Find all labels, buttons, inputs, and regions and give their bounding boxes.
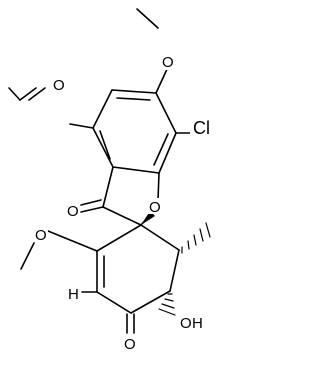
- atom-o-methoxy-top: O: [162, 54, 174, 71]
- bond-ring-c7-c8: [155, 92, 177, 134]
- bond-ring-c8a-c3a: [112, 166, 160, 174]
- bond-ring-inner-3: [99, 130, 111, 160]
- chemical-structure-diagram: O O Cl O O O O H H O: [8, 8, 222, 353]
- bond-ring-c4-c5: [92, 89, 113, 129]
- atom-oh-h: H: [192, 315, 203, 332]
- atom-o-ketone-furanone: O: [67, 203, 79, 220]
- bond-c4p-c5p: [130, 290, 171, 314]
- bond-top-o-ring: [155, 66, 169, 94]
- atom-cl: Cl: [193, 118, 210, 138]
- atom-oh-o: O: [180, 315, 192, 332]
- atom-o-ring: O: [149, 199, 161, 216]
- atom-o-methoxy-lower: O: [35, 227, 47, 244]
- bond-ring-inner-2: [153, 133, 169, 166]
- bond-top-methyl: [136, 8, 159, 29]
- bond-ring-c5-c6: [111, 89, 157, 94]
- bond-ring-inner-1: [116, 97, 151, 101]
- bond-c3-spiro: [102, 206, 142, 226]
- bond-c3-o-double-b: [80, 199, 102, 206]
- bond-c3a-c3: [102, 166, 114, 208]
- bond-c3p-c4p: [96, 291, 132, 314]
- label-layer: O O Cl O O O O H H O: [34, 52, 222, 353]
- spiro-wedge-bond: [141, 211, 155, 225]
- structure-svg: O O Cl O O O O H H O: [8, 8, 222, 353]
- bond-spiro-c2p: [96, 224, 142, 252]
- bond-lower-o-methyl: [20, 242, 35, 270]
- bond-left-methyl: [19, 87, 37, 101]
- methyl-hash-bond: [181, 222, 211, 254]
- atom-o-ketone-lower: O: [124, 336, 136, 353]
- atom-o-methoxy-left: O: [53, 77, 65, 94]
- bond-c3-o-double-a: [80, 206, 104, 213]
- bond-c2p-o: [47, 230, 98, 252]
- bond-c8a-o1: [157, 172, 160, 201]
- bond-c4-o: [69, 123, 94, 129]
- bond-left-methyl-end: [8, 87, 21, 101]
- hydroxyl-hash-bond: [158, 293, 176, 316]
- bond-spiro-c6p: [140, 224, 180, 251]
- bond-left-o-methyl: [28, 87, 46, 101]
- bond-ring-c3a-c4: [92, 127, 114, 168]
- bond-c5p-c6p: [169, 249, 180, 292]
- atom-h-vinyl: H: [68, 286, 79, 303]
- bond-layer: [8, 8, 211, 334]
- bond-ring-c8-c8a: [158, 132, 177, 174]
